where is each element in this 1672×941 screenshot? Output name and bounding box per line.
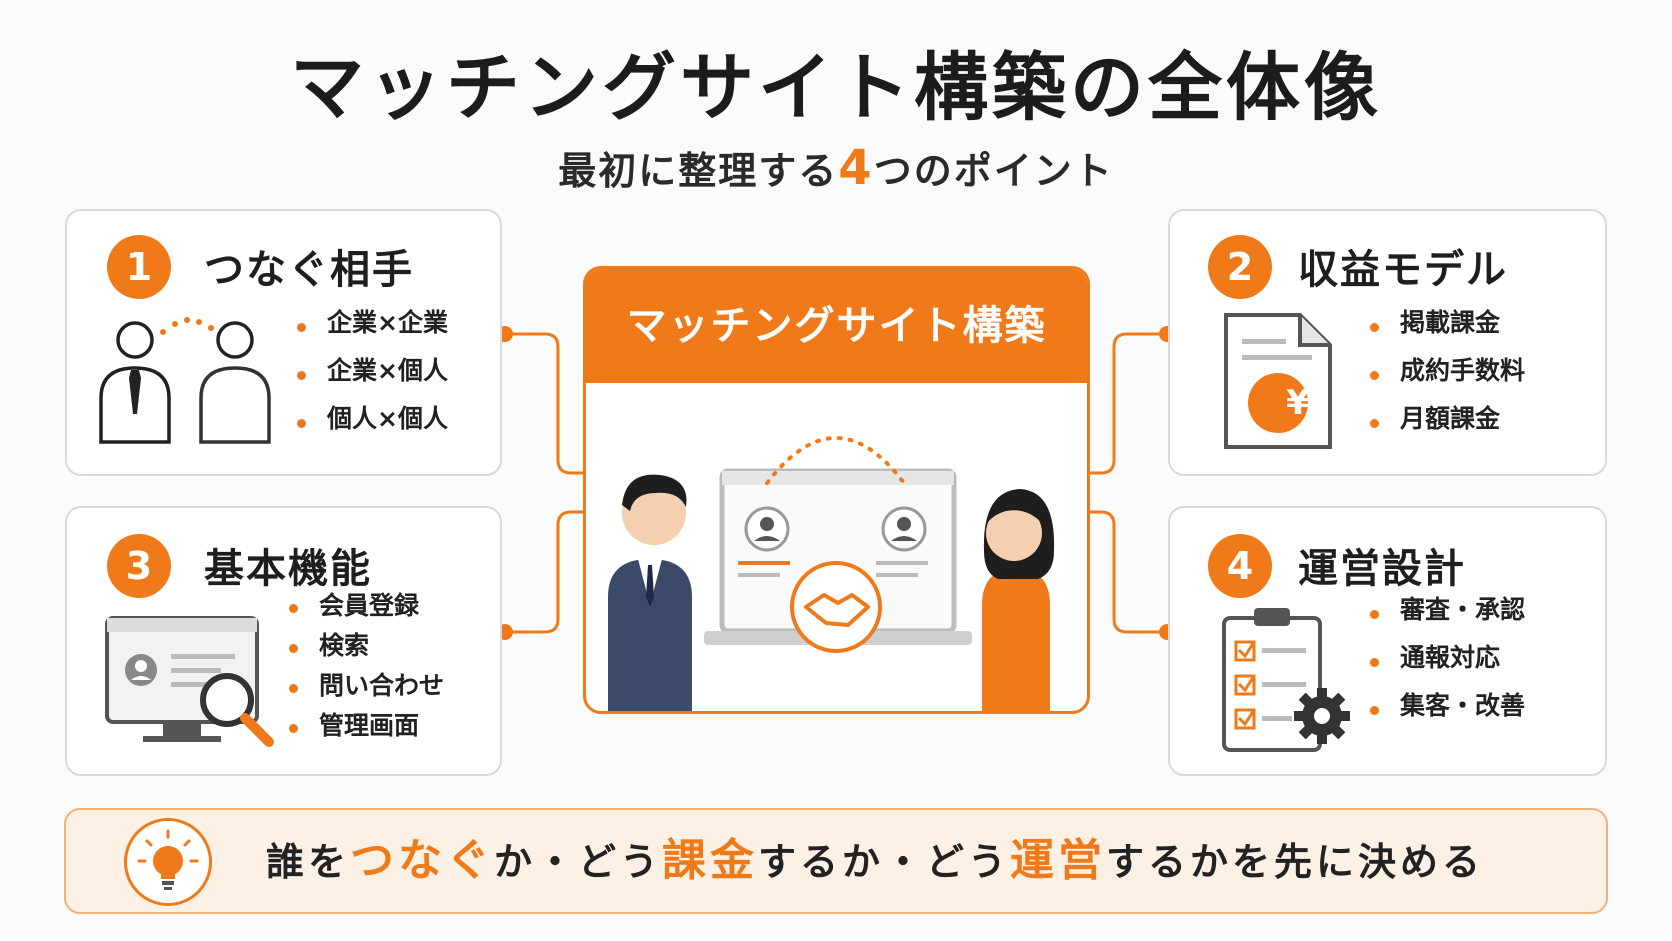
card-3-title: 基本機能 bbox=[204, 546, 372, 592]
list-item: 集客・改善 bbox=[1370, 686, 1525, 734]
card-4-title: 運営設計 bbox=[1298, 546, 1466, 592]
card-3-list: 会員登録 検索 問い合わせ 管理画面 bbox=[289, 588, 444, 748]
connector-2 bbox=[1090, 332, 1167, 475]
card-2-list: 掲載課金 成約手数料 月額課金 bbox=[1370, 303, 1525, 447]
card-3-badge: 3 bbox=[107, 534, 171, 598]
list-item: 会員登録 bbox=[289, 588, 444, 628]
subtitle-pre: 最初に整理する bbox=[558, 149, 839, 193]
card-2-title: 収益モデル bbox=[1298, 247, 1508, 293]
subtitle-post: つのポイント bbox=[873, 149, 1114, 193]
page-subtitle: 最初に整理する4つのポイント bbox=[0, 140, 1672, 196]
message-highlight-operation: 運営 bbox=[1010, 835, 1107, 886]
list-item: 個人×個人 bbox=[297, 399, 448, 447]
message-part-2: か・どう bbox=[494, 840, 663, 884]
message-highlight-billing: 課金 bbox=[662, 835, 759, 886]
page-title: マッチングサイト構築の全体像 bbox=[290, 45, 1382, 131]
list-item: 成約手数料 bbox=[1370, 351, 1525, 399]
list-item: 月額課金 bbox=[1370, 399, 1525, 447]
list-item: 掲載課金 bbox=[1370, 303, 1525, 351]
card-4-badge: 4 bbox=[1208, 534, 1272, 598]
card-2-badge: 2 bbox=[1208, 235, 1272, 299]
message-highlight-connect: つなぐ bbox=[350, 835, 495, 886]
connector-3 bbox=[505, 510, 583, 634]
checklist-gear-icon bbox=[1222, 608, 1350, 752]
lightbulb-icon bbox=[124, 818, 212, 906]
card-4-list: 審査・承認 通報対応 集客・改善 bbox=[1370, 590, 1525, 734]
key-message-banner: 誰をつなぐか・どう課金するか・どう運営するかを先に決める bbox=[64, 808, 1608, 914]
connector-4 bbox=[1090, 510, 1167, 634]
card-operation-design: 4 運営設計 bbox=[1168, 506, 1607, 776]
card-basic-features: 3 基本機能 会員登録 検索 問い合わせ 管理画面 bbox=[65, 506, 502, 776]
matching-illustration bbox=[608, 436, 1055, 711]
card-1-title: つなぐ相手 bbox=[204, 247, 414, 293]
card-revenue-model: 2 収益モデル ¥ 掲載課金 成約手数料 月額課金 bbox=[1168, 209, 1607, 476]
message-part-4: するかを先に決める bbox=[1106, 840, 1485, 884]
list-item: 企業×個人 bbox=[297, 351, 448, 399]
list-item: 通報対応 bbox=[1370, 638, 1525, 686]
message-part-3: するか・どう bbox=[758, 840, 1011, 884]
card-1-list: 企業×企業 企業×個人 個人×個人 bbox=[297, 303, 448, 447]
center-title: マッチングサイト構築 bbox=[586, 269, 1087, 383]
yen-symbol: ¥ bbox=[1286, 383, 1310, 423]
key-message: 誰をつなぐか・どう課金するか・どう運営するかを先に決める bbox=[266, 810, 1484, 912]
people-icon bbox=[99, 317, 271, 444]
list-item: 問い合わせ bbox=[289, 668, 444, 708]
card-connect-partners: 1 つなぐ相手 企業×企業 企業×個人 個人×個人 bbox=[65, 209, 502, 476]
message-part-1: 誰を bbox=[266, 840, 351, 884]
monitor-search-icon bbox=[105, 616, 274, 747]
center-panel: マッチングサイト構築 bbox=[583, 266, 1090, 714]
invoice-icon bbox=[1224, 313, 1332, 449]
list-item: 企業×企業 bbox=[297, 303, 448, 351]
list-item: 検索 bbox=[289, 628, 444, 668]
subtitle-number: 4 bbox=[838, 140, 874, 196]
list-item: 管理画面 bbox=[289, 708, 444, 748]
card-1-badge: 1 bbox=[107, 235, 171, 299]
connector-1 bbox=[505, 332, 583, 475]
list-item: 審査・承認 bbox=[1370, 590, 1525, 638]
